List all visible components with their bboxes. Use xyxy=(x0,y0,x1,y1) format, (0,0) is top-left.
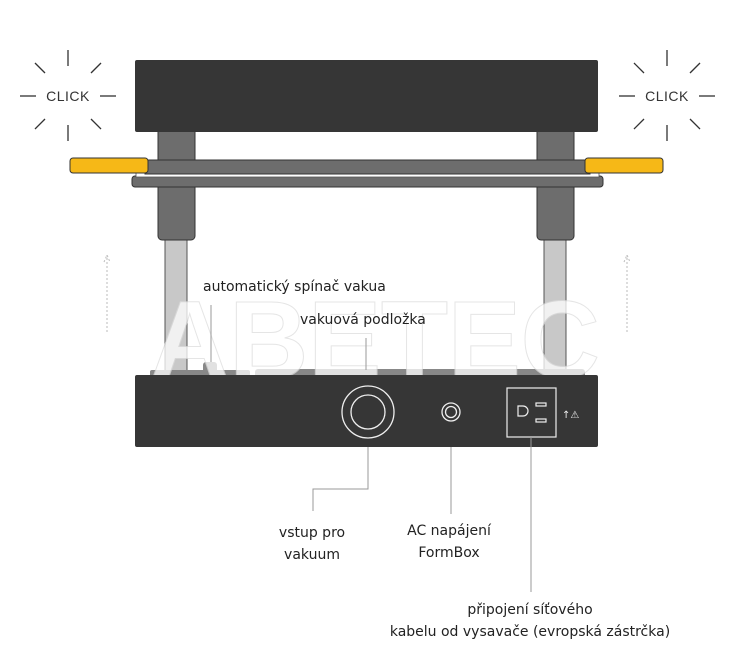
base-box xyxy=(135,375,598,447)
click-label-left: CLICK xyxy=(46,88,90,104)
heater-box xyxy=(135,60,598,132)
left-release-handle xyxy=(69,157,149,174)
lower-rail xyxy=(131,175,604,188)
label-outlet-2: kabelu od vysavače (evropská zástrčka) xyxy=(390,624,670,640)
vacuum-symbol-icon: ↑⚠ xyxy=(562,410,579,421)
label-ac-power-1: AC napájení xyxy=(407,523,492,539)
label-outlet-1: připojení síťového xyxy=(467,602,592,618)
vacuum-inlet-port xyxy=(341,385,395,439)
ac-power-jack xyxy=(441,402,461,422)
click-burst-left xyxy=(20,50,116,141)
label-vacuum-pad: vakuová podložka xyxy=(300,312,426,328)
right-release-handle xyxy=(584,157,664,174)
label-vacuum-inlet-2: vakuum xyxy=(284,547,340,563)
click-label-right: CLICK xyxy=(645,88,689,104)
up-arrow-right xyxy=(623,253,631,332)
up-arrow-left xyxy=(103,253,111,332)
label-vacuum-inlet-1: vstup pro xyxy=(279,525,345,541)
upper-rail xyxy=(144,159,591,175)
auto-vacuum-switch xyxy=(203,362,217,376)
click-burst-right xyxy=(619,50,715,141)
label-auto-vacuum-switch: automatický spínač vakua xyxy=(203,279,386,295)
label-ac-power-2: FormBox xyxy=(418,545,479,561)
leader-lines xyxy=(210,305,532,592)
